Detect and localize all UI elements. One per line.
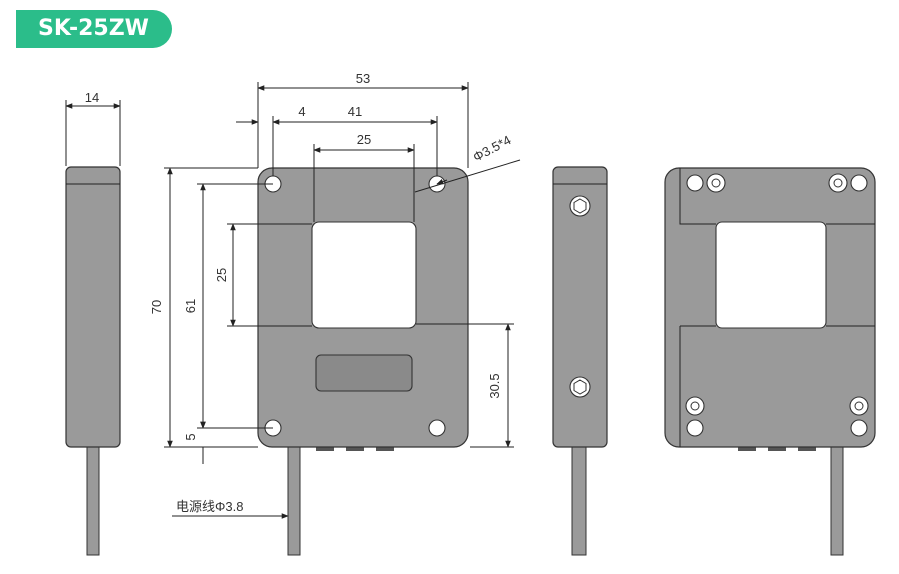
- cable-front: [287, 446, 301, 556]
- mount-hole-icon: [686, 419, 704, 437]
- screw-icon: [685, 396, 705, 416]
- dim-hole-spacing: 41: [348, 104, 362, 119]
- side-view-left: 14: [65, 90, 121, 556]
- dim-total-height: 70: [149, 300, 164, 314]
- dim-window-height: 25: [214, 268, 229, 282]
- side-view-right: [552, 166, 608, 556]
- screw-icon: [706, 173, 726, 193]
- hex-screw-icon: [569, 376, 591, 398]
- sensor-window: [311, 221, 417, 329]
- dim-side-width: 14: [85, 90, 99, 105]
- label-recess: [315, 354, 413, 392]
- dim-total-width: 53: [356, 71, 370, 86]
- back-view: [664, 167, 876, 556]
- front-view: 53 41 4 25 Φ3.5*4 70 61 25: [149, 71, 521, 556]
- dim-bottom-offset: 5: [183, 433, 198, 440]
- screw-icon: [849, 396, 869, 416]
- mount-hole-icon: [686, 174, 704, 192]
- mount-hole-icon: [850, 419, 868, 437]
- side-body-left: [65, 166, 121, 448]
- mount-hole-icon: [428, 419, 446, 437]
- dim-window-width: 25: [357, 132, 371, 147]
- cable-label: 电源线Φ3.8: [176, 499, 243, 514]
- mount-hole-icon: [850, 174, 868, 192]
- back-window: [715, 221, 827, 329]
- dim-hole-vertical: 61: [183, 299, 198, 313]
- cable-back: [830, 446, 844, 556]
- side-body-right: [552, 166, 608, 448]
- screw-icon: [828, 173, 848, 193]
- model-title-badge: SK-25ZW: [16, 10, 172, 48]
- cable-left: [86, 446, 100, 556]
- dim-offset: 4: [298, 104, 305, 119]
- hex-screw-icon: [569, 195, 591, 217]
- dim-hole-spec: Φ3.5*4: [470, 132, 513, 164]
- cable-side: [571, 446, 587, 556]
- dim-lower-height: 30.5: [487, 373, 502, 398]
